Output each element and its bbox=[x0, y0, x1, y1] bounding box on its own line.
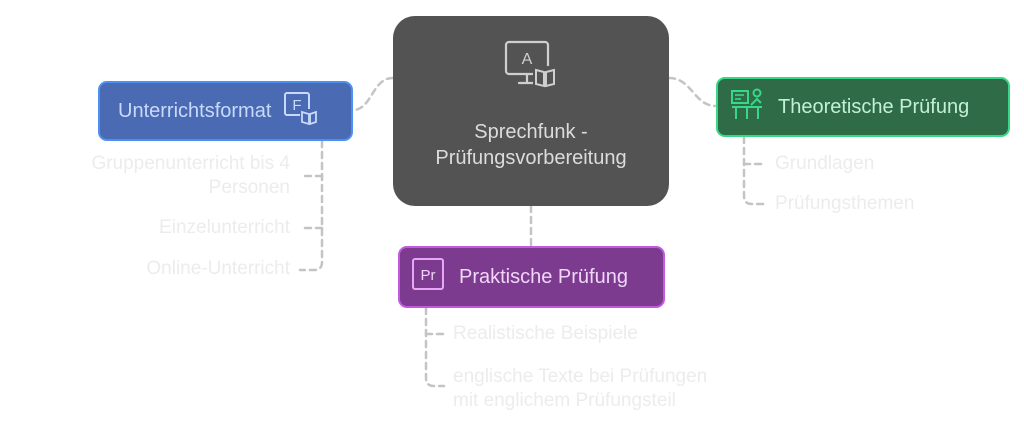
branch-label-theory: Theoretische Prüfung bbox=[778, 95, 970, 118]
center-title: Sprechfunk - Prüfungsvorbereitung bbox=[421, 119, 641, 171]
leaf-practice-examples[interactable]: Realistische Beispiele bbox=[453, 323, 638, 344]
branch-node-theory[interactable]: Theoretische Prüfung bbox=[716, 77, 1010, 137]
center-node[interactable]: A Sprechfunk - Prüfungsvorbereitung bbox=[393, 16, 669, 206]
svg-text:A: A bbox=[522, 51, 533, 68]
leaf-practice-english-line-1: englische Texte bei Prüfungen bbox=[453, 366, 708, 387]
branch-node-format[interactable]: Unterrichtsformat F bbox=[98, 81, 353, 141]
connector-center-theory bbox=[667, 76, 718, 108]
connector-theory-leaves bbox=[742, 135, 766, 206]
pr-app-icon: Pr bbox=[411, 257, 445, 297]
leaf-theory-basics[interactable]: Grundlagen bbox=[775, 153, 875, 174]
leaf-format-group[interactable]: Gruppenunterricht bis 4 Personen bbox=[40, 153, 290, 199]
branch-label-practice: Praktische Prüfung bbox=[459, 265, 628, 288]
leaf-practice-english-line-2: mit englichem Prüfungsteil bbox=[453, 390, 676, 411]
format-book-icon: F bbox=[283, 91, 319, 131]
svg-text:F: F bbox=[293, 97, 302, 114]
leaf-format-group-line-1: Gruppenunterricht bis 4 bbox=[91, 153, 290, 174]
connector-format-leaves bbox=[298, 139, 324, 272]
connector-practice-leaves bbox=[424, 306, 446, 388]
leaf-format-group-line-2: Personen bbox=[208, 177, 290, 198]
branch-node-practice[interactable]: Pr Praktische Prüfung bbox=[398, 246, 665, 308]
pr-icon-text: Pr bbox=[421, 267, 436, 284]
center-title-line-2: Prüfungsvorbereitung bbox=[435, 147, 627, 169]
leaf-theory-topics[interactable]: Prüfungsthemen bbox=[775, 193, 915, 214]
classroom-teacher-icon bbox=[730, 87, 764, 127]
leaf-practice-english[interactable]: englische Texte bei Prüfungen mit englic… bbox=[453, 366, 707, 412]
leaf-format-single[interactable]: Einzelunterricht bbox=[159, 217, 290, 238]
leaf-format-online[interactable]: Online-Unterricht bbox=[146, 258, 290, 279]
branch-label-format: Unterrichtsformat bbox=[118, 99, 272, 122]
center-title-line-1: Sprechfunk - bbox=[474, 121, 588, 143]
connector-center-format bbox=[351, 76, 395, 112]
monitor-language-book-icon: A bbox=[503, 40, 559, 97]
